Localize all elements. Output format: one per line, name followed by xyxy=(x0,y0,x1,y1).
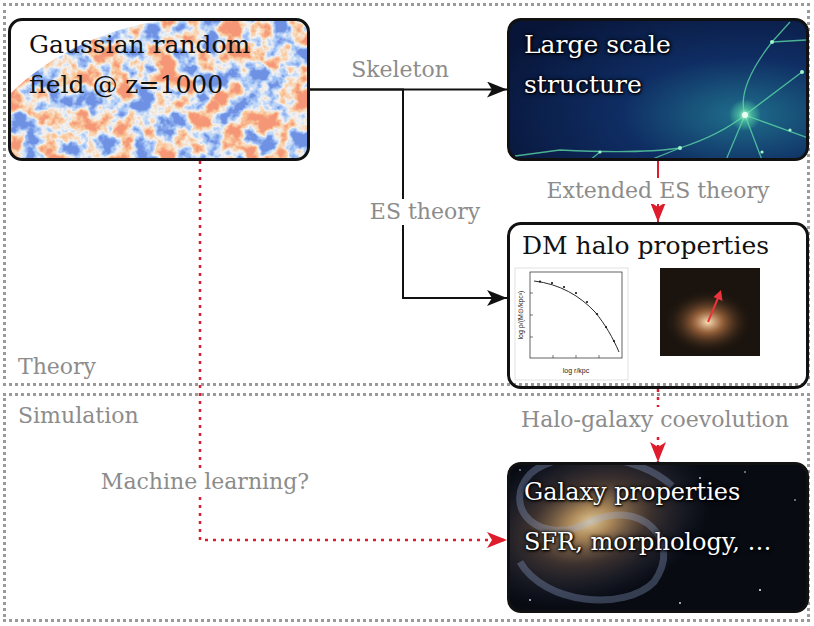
spin-arrow-head xyxy=(714,290,723,301)
box-text: Large scale structure xyxy=(524,25,729,105)
halo-dot xyxy=(770,40,774,44)
profile-curve xyxy=(534,281,619,352)
process-box: DM halo properties xyxy=(507,222,809,389)
lss-picture xyxy=(508,19,808,160)
process-box: Galaxy propertiesSFR, morphology, … xyxy=(507,462,809,613)
data-point xyxy=(539,280,541,282)
data-point xyxy=(551,282,553,284)
halo-dot xyxy=(678,146,682,150)
cmb-map xyxy=(9,19,309,160)
star xyxy=(679,602,681,604)
data-point xyxy=(575,292,577,294)
halo-image xyxy=(660,268,760,356)
profile-points xyxy=(539,280,615,342)
data-point xyxy=(586,301,588,303)
plot-axes xyxy=(530,272,622,358)
spin-arrow xyxy=(708,298,718,322)
axis-label: log ρ/(M⊙/kpc³) xyxy=(517,291,525,340)
box-text: Gaussian random field @ z=1000 xyxy=(29,25,287,105)
edge-label: Halo-galaxy coevolution xyxy=(517,407,793,433)
star xyxy=(759,589,761,591)
halo-dot xyxy=(788,128,791,131)
arrow xyxy=(310,90,507,299)
star xyxy=(794,499,796,501)
process-box: Large scale structure xyxy=(507,18,809,161)
data-point xyxy=(613,340,615,342)
star xyxy=(744,471,746,473)
edge-label: Skeleton xyxy=(347,57,453,83)
tick xyxy=(599,355,600,358)
edge-label: Machine learning? xyxy=(97,469,313,495)
tick xyxy=(530,315,533,316)
process-box: Gaussian random field @ z=1000 xyxy=(8,18,310,161)
filament xyxy=(772,40,806,42)
cmb-wash xyxy=(9,19,309,160)
halo-image-ground xyxy=(660,268,760,356)
halo-dot xyxy=(760,150,763,153)
data-point xyxy=(605,326,607,328)
tick xyxy=(553,355,554,358)
axis-label: log r/kpc xyxy=(563,367,589,375)
region-label: Theory xyxy=(18,353,795,381)
space-ground xyxy=(508,463,808,612)
data-point xyxy=(596,313,598,315)
edge-label: Extended ES theory xyxy=(542,178,773,204)
filament xyxy=(515,115,745,156)
tick xyxy=(530,337,533,338)
plot-ticks xyxy=(530,293,599,358)
data-point xyxy=(563,286,565,288)
halo-dot xyxy=(598,150,601,153)
cluster-core xyxy=(742,112,748,118)
lss-ground xyxy=(508,19,808,160)
plot-frame xyxy=(515,268,628,380)
box-text: Galaxy properties xyxy=(524,467,740,517)
box-text: DM halo properties xyxy=(522,227,769,265)
box-text: SFR, morphology, … xyxy=(524,517,772,567)
halo-dot xyxy=(800,70,804,74)
filaments xyxy=(515,22,808,160)
galaxy-picture xyxy=(508,463,808,612)
tick xyxy=(576,355,577,358)
halo-glow xyxy=(664,290,752,354)
edge-label: ES theory xyxy=(366,199,484,225)
tick xyxy=(530,293,533,294)
density-profile-plot xyxy=(515,268,628,380)
cmb-noise xyxy=(9,19,309,160)
halo-panel-ground xyxy=(508,223,808,388)
cluster-glow xyxy=(729,99,761,131)
